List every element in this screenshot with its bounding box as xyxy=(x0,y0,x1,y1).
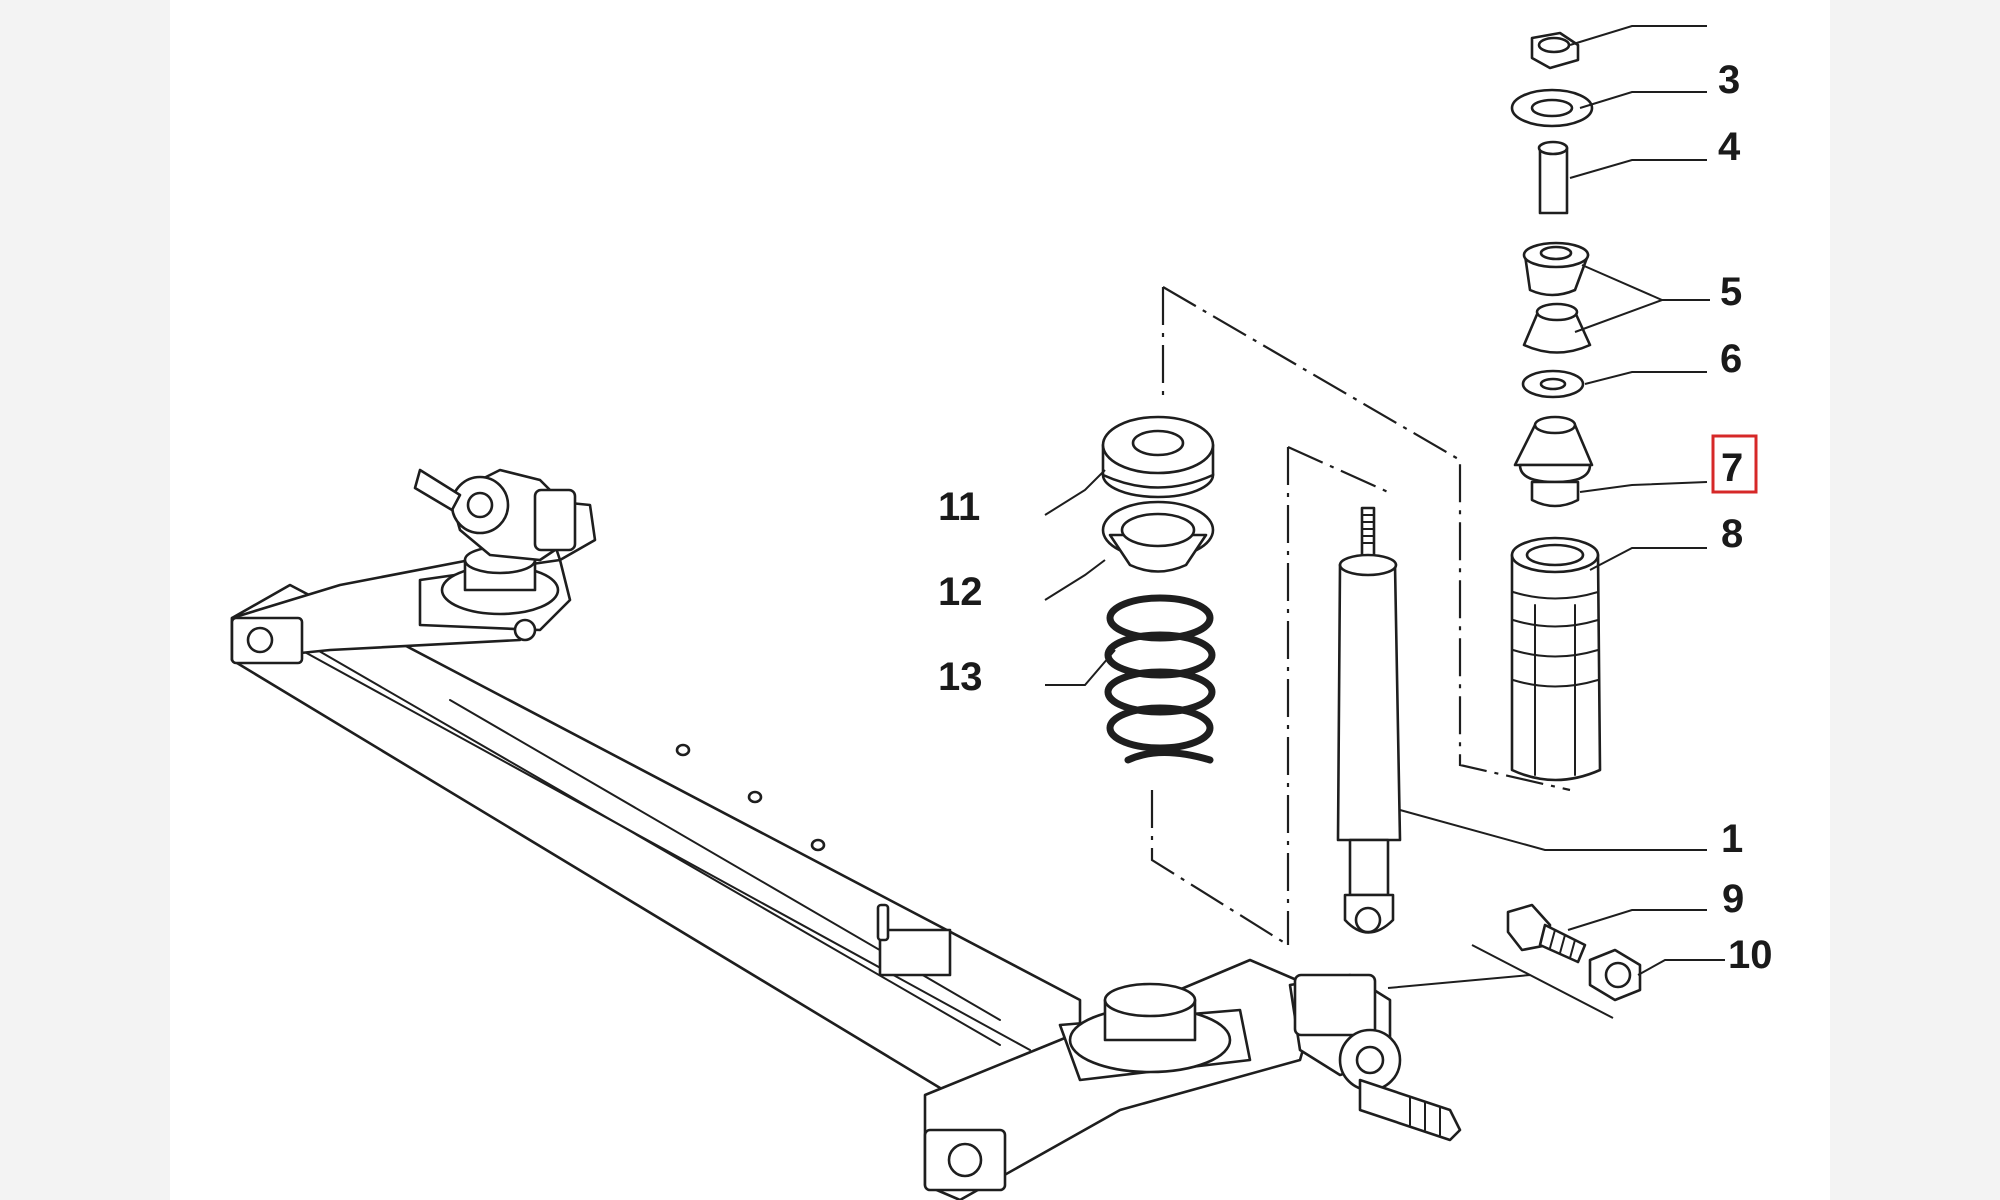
washer-6 xyxy=(1521,369,1585,399)
callout-3: 3 xyxy=(1718,58,1740,102)
washer-3 xyxy=(1510,88,1594,128)
left-margin-band xyxy=(0,0,170,1200)
leader-lines xyxy=(1044,25,1725,976)
callout-6: 6 xyxy=(1720,337,1742,381)
right-margin-band xyxy=(1830,0,2000,1200)
rubber-bushes-5 xyxy=(1522,241,1592,354)
dust-boot-8 xyxy=(1510,536,1602,782)
callout-10: 10 xyxy=(1728,933,1773,977)
callout-5: 5 xyxy=(1720,270,1742,314)
right-wheel-hub xyxy=(1288,973,1462,1142)
highlight-box-7 xyxy=(1711,434,1758,494)
spring-insulator-11 xyxy=(1101,415,1215,499)
left-wheel-hub xyxy=(413,468,597,562)
coil-spring-13 xyxy=(1104,594,1216,764)
callout-8: 8 xyxy=(1721,512,1743,556)
callout-9: 9 xyxy=(1722,877,1744,921)
left-spring-seat xyxy=(418,545,572,642)
nut-10 xyxy=(1588,948,1642,1002)
bolt-9 xyxy=(1506,903,1587,964)
callout-1: 1 xyxy=(1721,817,1743,861)
bump-stop-7 xyxy=(1513,415,1594,508)
callout-7: 7 xyxy=(1721,446,1743,490)
bolt-nut-indicator xyxy=(1387,944,1614,1019)
spring-seat-12 xyxy=(1101,500,1215,573)
callout-12: 12 xyxy=(938,570,983,614)
right-spring-seat xyxy=(1058,982,1252,1082)
callout-4: 4 xyxy=(1718,125,1741,169)
shock-absorber-1 xyxy=(1336,506,1402,934)
spacer-tube-4 xyxy=(1537,140,1569,215)
callout-11: 11 xyxy=(938,485,980,529)
callout-13: 13 xyxy=(938,655,983,699)
assembly-outline xyxy=(1150,286,1571,946)
lock-nut-2 xyxy=(1530,31,1580,70)
rear-axle-beam xyxy=(230,558,1322,1200)
